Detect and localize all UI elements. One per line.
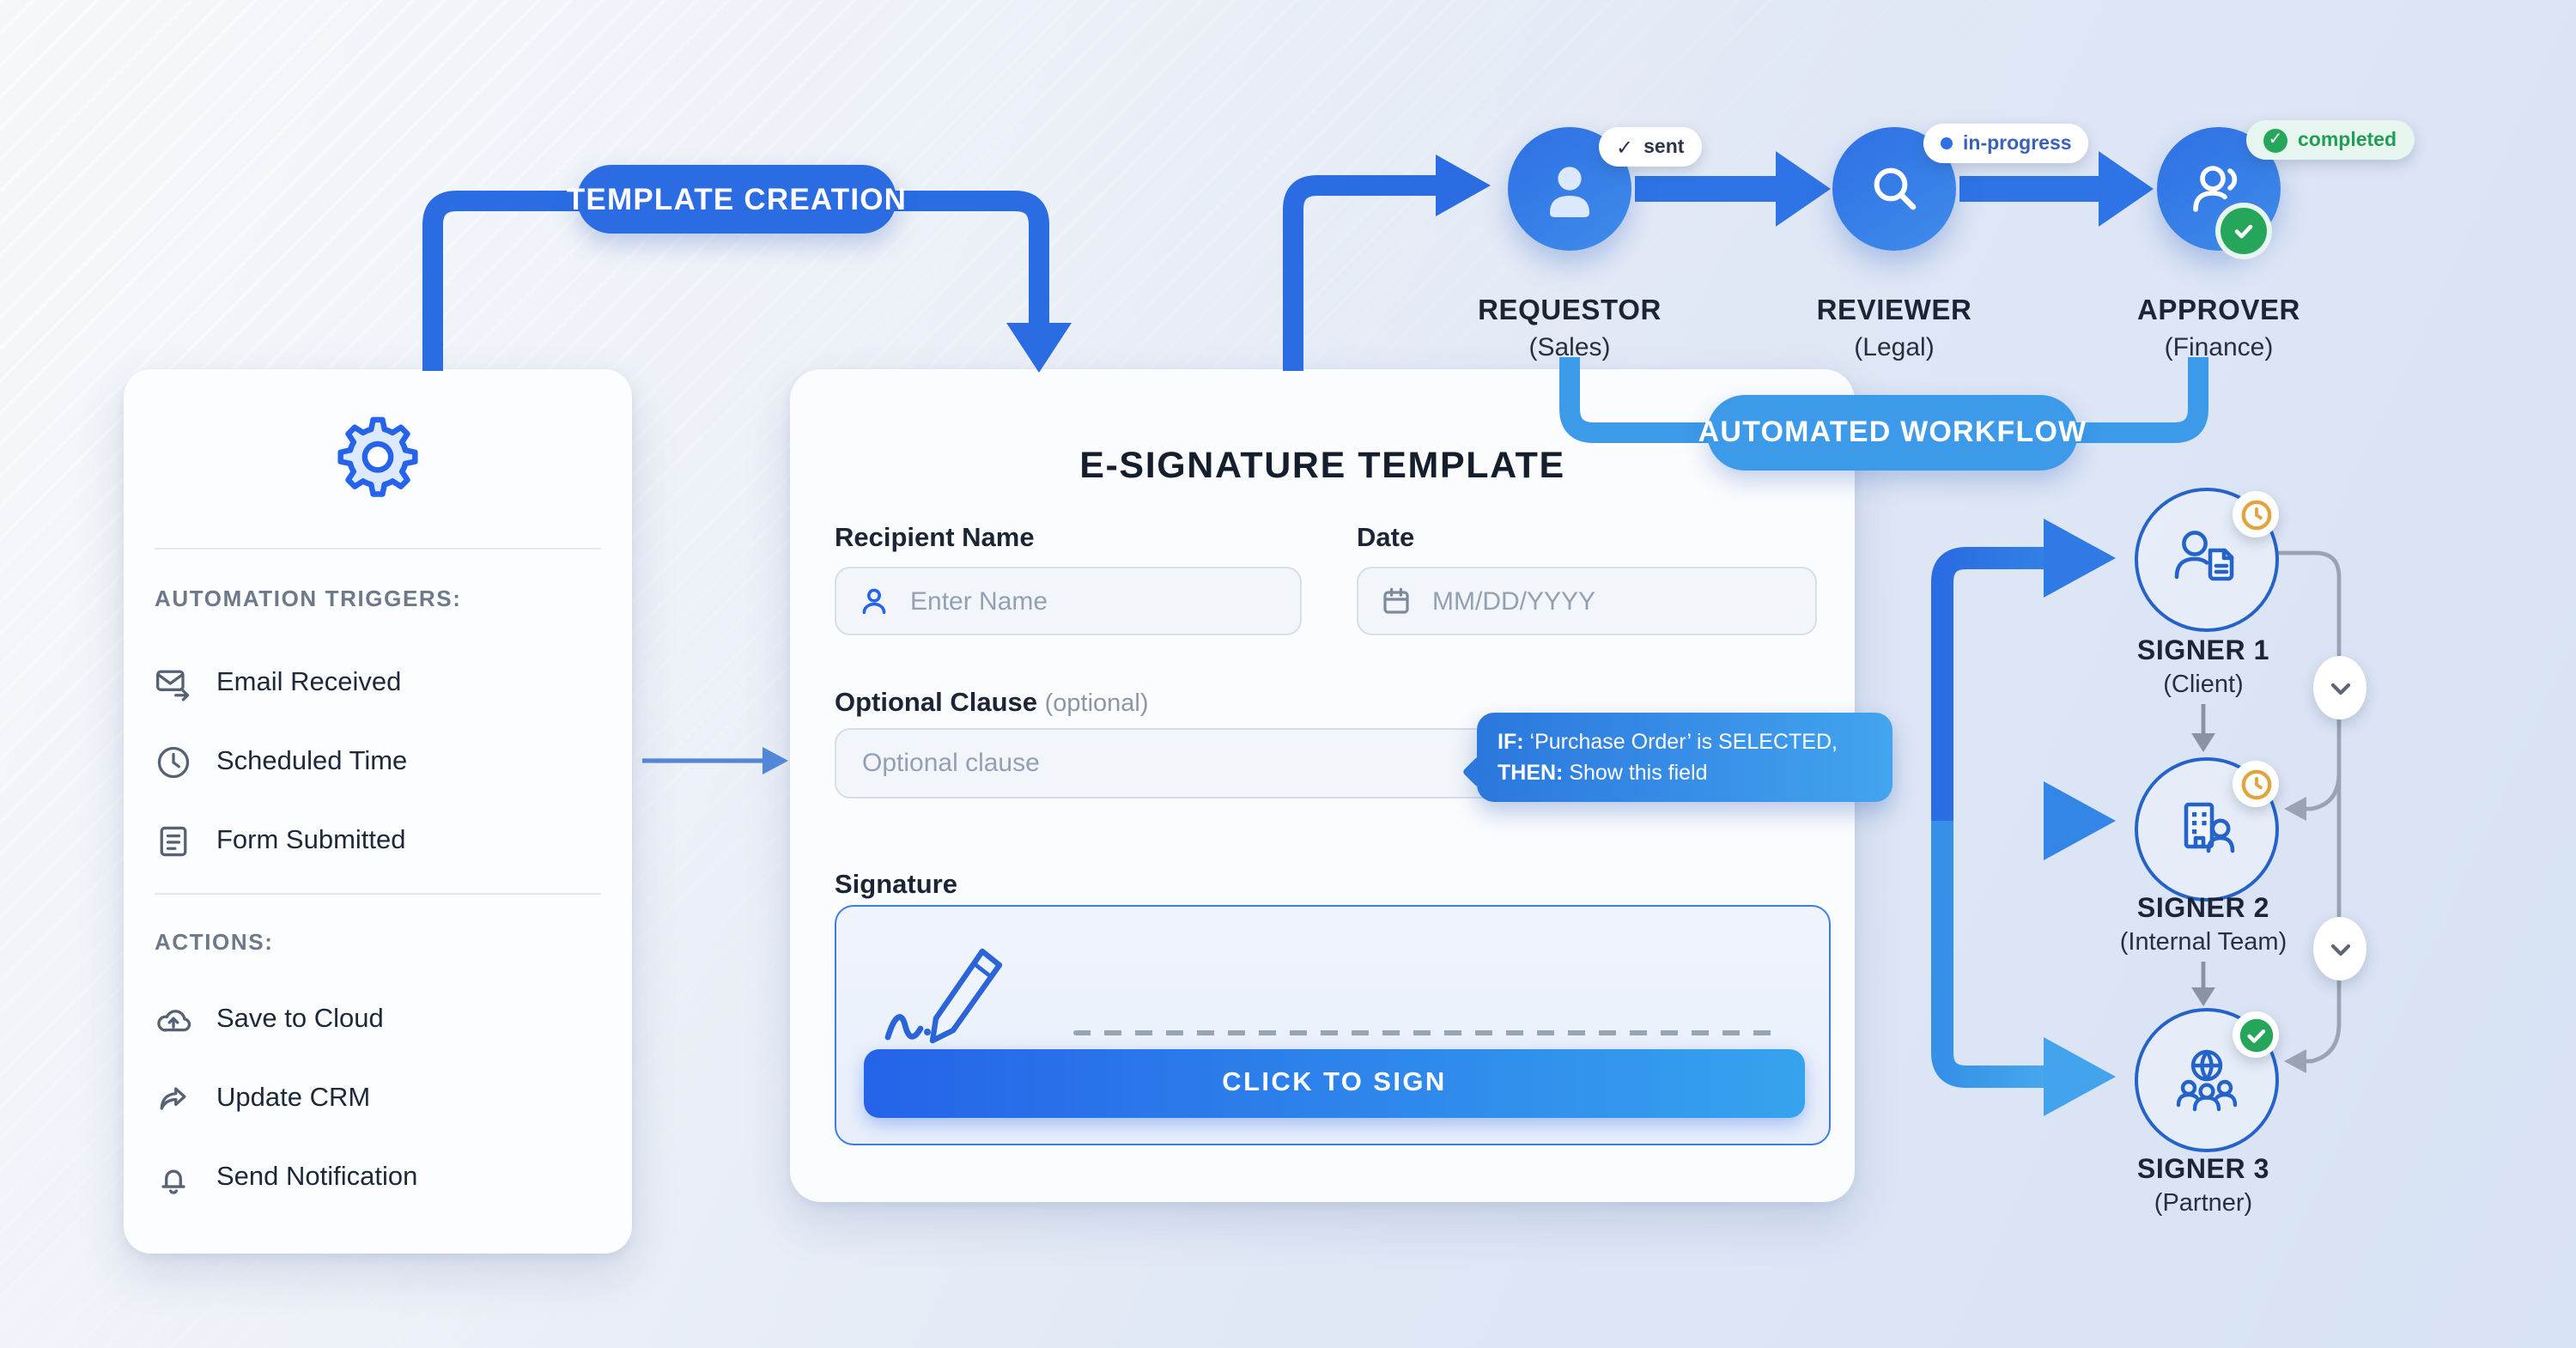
progress-dot-icon xyxy=(1941,137,1953,149)
signer3-label: SIGNER 3 (Partner) xyxy=(2136,1156,2270,1217)
optional-suffix: (optional) xyxy=(1044,690,1149,718)
signer2-label: SIGNER 2 (Internal Team) xyxy=(2119,895,2287,956)
sidebar-item-scheduled-time[interactable]: Scheduled Time xyxy=(155,740,407,785)
check-icon: ✓ xyxy=(1616,135,1634,159)
chevron-down-badge[interactable] xyxy=(2313,917,2366,981)
sidebar-item-form-submitted[interactable]: Form Submitted xyxy=(155,819,406,864)
sidebar-item-label: Send Notification xyxy=(216,1163,418,1192)
signer1-label: SIGNER 1 (Client) xyxy=(2136,637,2270,699)
share-forward-icon xyxy=(160,1087,186,1110)
reviewer-label: REVIEWER (Legal) xyxy=(1816,295,1972,362)
form-title: E-SIGNATURE TEMPLATE xyxy=(1079,445,1565,486)
actions-header: ACTIONS: xyxy=(155,929,274,955)
sidebar-item-label: Update CRM xyxy=(216,1084,371,1113)
date-field[interactable] xyxy=(1357,567,1817,635)
person-document-icon xyxy=(2174,531,2234,581)
template-creation-badge: TEMPLATE CREATION xyxy=(567,165,906,234)
date-label: Date xyxy=(1357,524,1415,553)
signer3-check-badge xyxy=(2233,1011,2279,1058)
recipient-name-label: Recipient Name xyxy=(835,524,1035,553)
optional-clause-label: Optional Clause (optional) xyxy=(835,689,1149,718)
chevron-down-badge[interactable] xyxy=(2313,656,2366,720)
globe-people-icon xyxy=(2176,1049,2238,1112)
signature-pen-icon xyxy=(884,948,1003,1044)
bell-icon xyxy=(161,1169,185,1194)
sidebar-item-label: Form Submitted xyxy=(216,826,406,855)
recipient-name-input[interactable] xyxy=(907,585,1278,617)
person-icon xyxy=(862,588,886,614)
signature-dash-line xyxy=(1073,1030,1774,1035)
sidebar-item-label: Email Received xyxy=(216,668,402,697)
building-person-icon xyxy=(2184,802,2235,853)
gear-icon xyxy=(333,410,422,500)
calendar-icon xyxy=(1383,587,1409,614)
triggers-header: AUTOMATION TRIGGERS: xyxy=(155,586,462,611)
signer1-clock-badge xyxy=(2233,491,2279,537)
sidebar-item-email-received[interactable]: Email Received xyxy=(155,661,401,706)
click-to-sign-button[interactable]: CLICK TO SIGN xyxy=(864,1049,1805,1118)
date-input[interactable] xyxy=(1429,585,1793,617)
sidebar-item-label: Scheduled Time xyxy=(216,747,408,776)
requestor-label: REQUESTOR (Sales) xyxy=(1478,295,1662,362)
magnifier-icon xyxy=(1874,167,1917,210)
status-badge-sent: ✓ sent xyxy=(1599,127,1702,167)
esignature-template-card: E-SIGNATURE TEMPLATE Recipient Name Date… xyxy=(790,369,1893,1202)
signer2-clock-badge xyxy=(2233,761,2279,807)
sidebar-item-send-notification[interactable]: Send Notification xyxy=(155,1156,417,1200)
signature-label: Signature xyxy=(835,871,957,900)
conditional-logic-tooltip: IF: ‘Purchase Order’ is SELECTED, THEN: … xyxy=(1461,713,1893,803)
user-icon xyxy=(1550,167,1589,217)
email-received-icon xyxy=(156,670,190,701)
approver-label: APPROVER (Finance) xyxy=(2136,295,2301,362)
sidebar-item-label: Save to Cloud xyxy=(216,1005,384,1034)
recipient-name-field[interactable] xyxy=(835,567,1302,635)
sidebar-item-update-crm[interactable]: Update CRM xyxy=(155,1077,370,1121)
form-document-icon xyxy=(160,826,187,857)
approver-check-icon xyxy=(2221,208,2267,254)
check-circle-icon: ✓ xyxy=(2263,128,2287,152)
automated-workflow-badge: AUTOMATED WORKFLOW xyxy=(1698,395,2086,471)
status-badge-completed: ✓ completed xyxy=(2246,120,2415,160)
clock-icon xyxy=(157,746,190,779)
divider xyxy=(155,893,601,895)
signature-box[interactable]: CLICK TO SIGN xyxy=(835,905,1831,1145)
user-group-check-icon xyxy=(2193,166,2238,212)
status-badge-in-progress: in-progress xyxy=(1923,124,2089,163)
divider xyxy=(155,548,601,550)
automation-panel: AUTOMATION TRIGGERS: Email Received Sche… xyxy=(124,369,632,1254)
sidebar-item-save-to-cloud[interactable]: Save to Cloud xyxy=(155,998,384,1042)
cloud-upload-icon xyxy=(157,1010,191,1032)
